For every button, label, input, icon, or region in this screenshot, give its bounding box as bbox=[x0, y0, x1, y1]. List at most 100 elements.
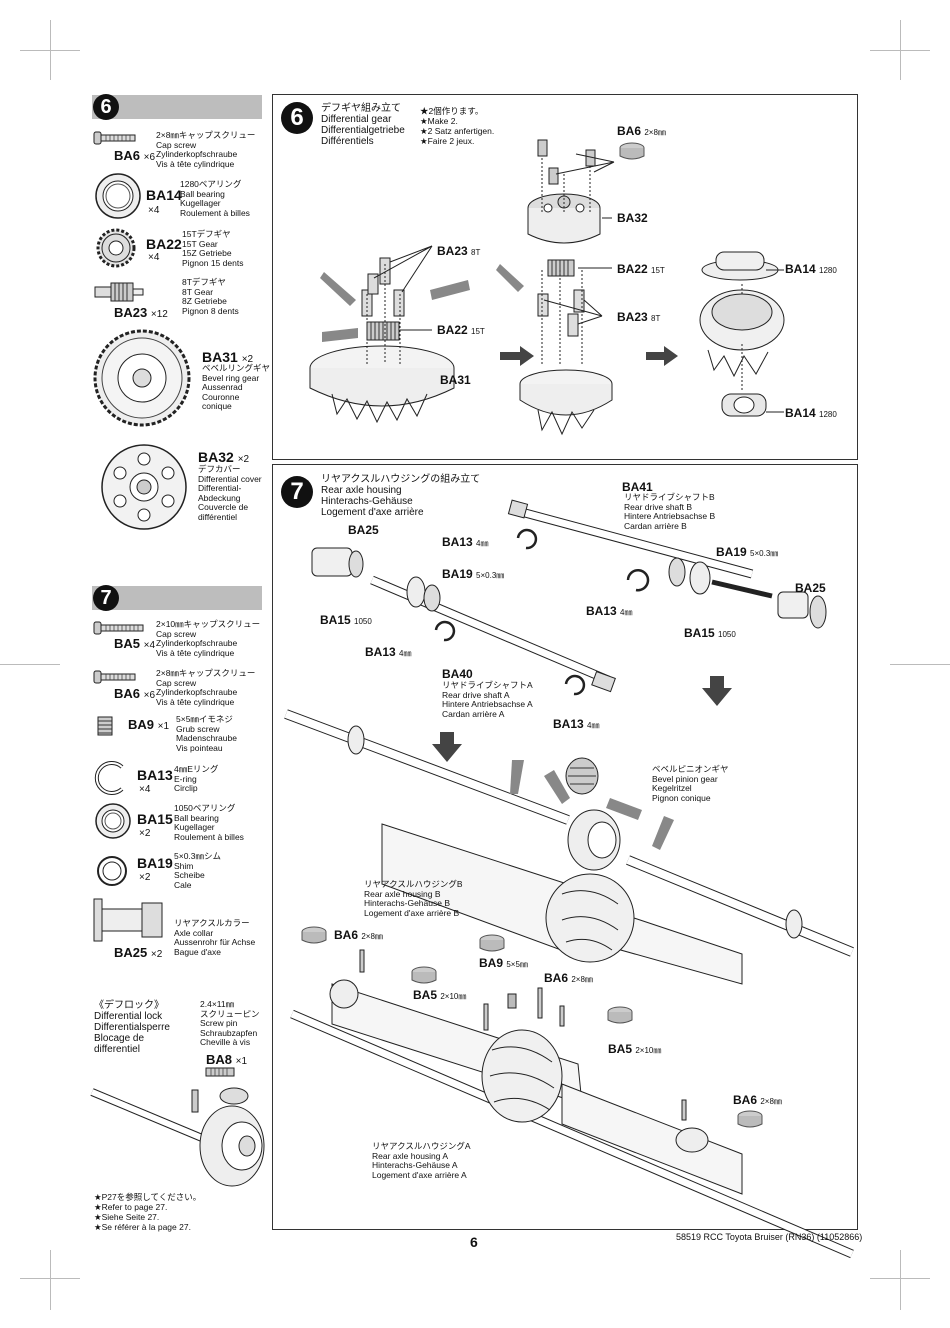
crop-mark bbox=[900, 20, 901, 80]
step6-note: ★2個作ります。 ★Make 2. ★2 Satz anfertigen. ★F… bbox=[420, 106, 495, 146]
part-qty: ×2 bbox=[139, 872, 151, 883]
part-desc: 4㎜Eリング E-ring Circlip bbox=[174, 764, 219, 793]
label-ba5: BA5 2×10㎜ bbox=[608, 1042, 662, 1056]
label-ba22-left: BA22 15T bbox=[437, 323, 485, 337]
part-qty: ×2 bbox=[139, 828, 151, 839]
label-ba14-bottom: BA14 1280 bbox=[785, 406, 837, 420]
label-ba15: BA15 1050 bbox=[684, 626, 736, 640]
grub-screw-icon bbox=[97, 716, 113, 736]
footer-text: 58519 RCC Toyota Bruiser (RN36) (1105286… bbox=[676, 1232, 863, 1242]
step6-number: 6 bbox=[281, 102, 313, 134]
part-qty: ×4 bbox=[148, 205, 160, 216]
part-code: BA6 ×6 bbox=[114, 686, 156, 701]
label-ba13: BA13 4㎜ bbox=[365, 645, 412, 659]
part-code: BA14 bbox=[146, 187, 182, 203]
label-ba25-left: BA25 bbox=[348, 523, 379, 537]
step7-number: 7 bbox=[281, 476, 313, 508]
page-number: 6 bbox=[470, 1234, 478, 1250]
label-ba6: BA6 2×8㎜ bbox=[544, 971, 593, 985]
part-qty: ×4 bbox=[139, 784, 151, 795]
part-desc: 2×10㎜キャップスクリュー Cap screw Zylinderkopfsch… bbox=[156, 619, 261, 658]
ball-bearing-icon bbox=[95, 803, 131, 839]
sidebar6-header-bar bbox=[92, 95, 262, 119]
crop-mark bbox=[50, 20, 51, 80]
gear-15t-icon bbox=[96, 228, 136, 268]
label-ba23-left: BA23 8T bbox=[437, 244, 481, 258]
label-ba41: BA41 bbox=[622, 480, 653, 494]
part-desc: 15Tデフギヤ 15T Gear 15Z Getriebe Pignon 15 … bbox=[182, 229, 244, 268]
label-ba6: BA6 2×8㎜ bbox=[334, 928, 383, 942]
label-ba5: BA5 2×10㎜ bbox=[413, 988, 467, 1002]
bearing-icon bbox=[479, 934, 505, 952]
housing-a-desc: リヤアクスルハウジングA Rear axle housing A Hintera… bbox=[372, 1141, 471, 1180]
label-ba19: BA19 5×0.3㎜ bbox=[716, 545, 779, 559]
part-desc: リヤアクスルカラー Axle collar Aussenrohr für Ach… bbox=[174, 918, 256, 957]
part-desc: 5×0.3㎜シム Shim Scheibe Cale bbox=[174, 851, 222, 890]
label-ba13: BA13 4㎜ bbox=[442, 535, 489, 549]
crop-mark bbox=[890, 664, 950, 665]
gear-8t-icon bbox=[94, 282, 144, 302]
part-qty: ×4 bbox=[148, 252, 160, 263]
diff-lock-part-code: BA8 ×1 bbox=[206, 1052, 248, 1067]
label-ba6: BA6 2×8㎜ bbox=[733, 1093, 782, 1107]
housing-b-desc: リヤアクスルハウジングB Rear axle housing B Hintera… bbox=[364, 879, 463, 918]
diff-lock-illustration bbox=[90, 1087, 265, 1187]
bearing-icon bbox=[737, 1110, 763, 1128]
step7-title: リヤアクスルハウジングの組み立て Rear axle housing Hinte… bbox=[321, 474, 481, 518]
part-desc: 8Tデフギヤ 8T Gear 8Z Getriebe Pignon 8 dent… bbox=[182, 277, 239, 316]
bevel-pinion-desc: ベベルピニオンギヤ Bevel pinion gear Kegelritzel … bbox=[652, 764, 729, 803]
step6-illustration bbox=[309, 139, 785, 436]
label-ba19: BA19 5×0.3㎜ bbox=[442, 567, 505, 581]
bearing-icon bbox=[607, 1006, 633, 1024]
shim-icon bbox=[97, 856, 127, 886]
bearing-icon bbox=[301, 926, 327, 944]
cap-screw-icon bbox=[93, 621, 144, 635]
part-desc: デフカバー Differential cover Differential- A… bbox=[198, 464, 262, 522]
part-code: BA25 ×2 bbox=[114, 945, 163, 960]
step7-illustration bbox=[284, 499, 854, 1259]
diff-cover-icon bbox=[101, 444, 187, 530]
part-code: BA13 bbox=[137, 767, 173, 783]
part-code: BA22 bbox=[146, 236, 182, 252]
crop-mark bbox=[0, 664, 60, 665]
part-code: BA32 ×2 bbox=[198, 449, 250, 465]
label-ba22: BA22 15T bbox=[617, 262, 665, 276]
label-ba6: BA6 2×8㎜ bbox=[617, 124, 666, 138]
part-desc: 1050ベアリング Ball bearing Kugellager Roulem… bbox=[174, 803, 244, 842]
bearing-icon bbox=[619, 142, 645, 160]
part-code: BA15 bbox=[137, 811, 173, 827]
part-desc: 2×8㎜キャップスクリュー Cap screw Zylinderkopfschr… bbox=[156, 130, 256, 169]
part-code: BA5 ×4 bbox=[114, 636, 156, 651]
label-ba13: BA13 4㎜ bbox=[586, 604, 633, 618]
ba40-desc: リヤドライブシャフトA Rear drive shaft A Hintere A… bbox=[442, 680, 533, 719]
cap-screw-icon bbox=[93, 131, 136, 145]
screw-pin-icon bbox=[205, 1067, 235, 1077]
label-ba23: BA23 8T bbox=[617, 310, 661, 324]
part-desc: 2×8㎜キャップスクリュー Cap screw Zylinderkopfschr… bbox=[156, 668, 256, 707]
label-ba13: BA13 4㎜ bbox=[553, 717, 600, 731]
part-code: BA19 bbox=[137, 855, 173, 871]
part-code: BA23 ×12 bbox=[114, 305, 168, 320]
axle-collar-icon bbox=[93, 898, 163, 942]
bevel-ring-gear-icon bbox=[93, 329, 191, 427]
diff-lock-title: 《デフロック》 Differential lock Differentialsp… bbox=[94, 1000, 170, 1055]
crop-mark bbox=[900, 1250, 901, 1310]
label-ba31: BA31 bbox=[440, 373, 471, 387]
cap-screw-icon bbox=[93, 670, 136, 684]
ba41-desc: リヤドライブシャフトB Rear drive shaft B Hintere A… bbox=[624, 492, 716, 531]
crop-mark bbox=[50, 1250, 51, 1310]
label-ba25-right: BA25 bbox=[795, 581, 826, 595]
label-ba9: BA9 5×5㎜ bbox=[479, 956, 528, 970]
label-ba32: BA32 bbox=[617, 211, 648, 225]
sidebar7-step-number: 7 bbox=[93, 585, 119, 611]
part-code: BA31 ×2 bbox=[202, 349, 254, 365]
e-ring-icon bbox=[94, 761, 124, 795]
bearing-icon bbox=[411, 966, 437, 984]
label-ba40: BA40 bbox=[442, 667, 473, 681]
step6-title: デフギヤ組み立て Differential gear Differentialg… bbox=[321, 103, 405, 147]
sidebar7-header-bar bbox=[92, 586, 262, 610]
sidebar6-step-number: 6 bbox=[93, 94, 119, 120]
part-desc: 1280ベアリング Ball bearing Kugellager Roulem… bbox=[180, 179, 250, 218]
diff-lock-part-desc: 2.4×11㎜ スクリューピン Screw pin Schraubzapfen … bbox=[200, 999, 260, 1047]
refer-note: ★P27を参照してください。 ★Refer to page 27. ★Siehe… bbox=[94, 1192, 202, 1232]
